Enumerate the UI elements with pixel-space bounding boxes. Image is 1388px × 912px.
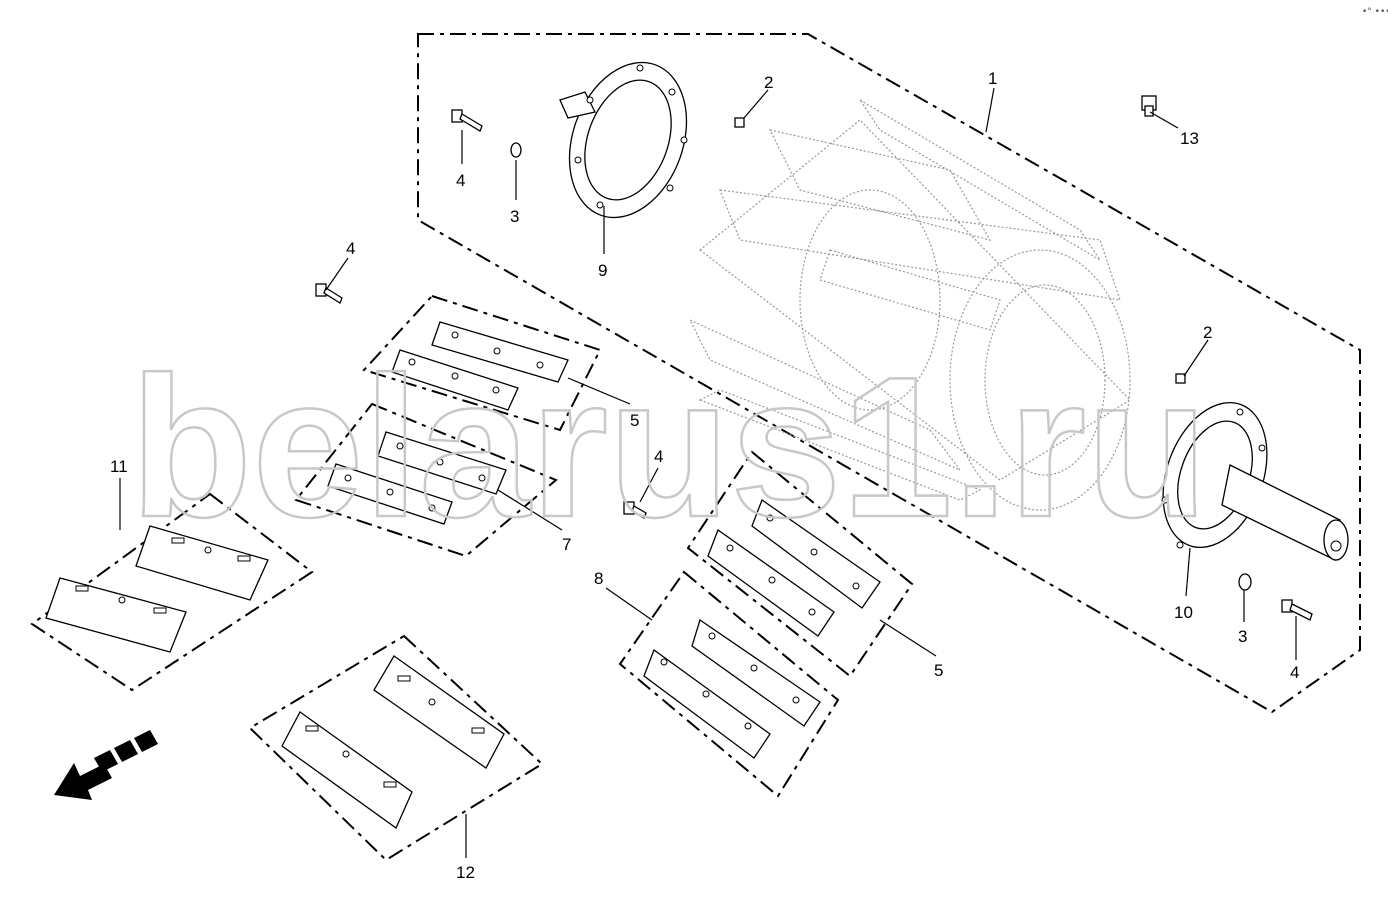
callout-4-center: 4	[654, 447, 663, 466]
callout-5-upper: 5	[630, 411, 639, 430]
callout-7: 7	[562, 535, 571, 554]
watermark: belarus1.ru	[130, 336, 1208, 559]
assembly-1-boundary	[417, 33, 1361, 714]
bolt-part-4-right	[1281, 599, 1313, 621]
callout-5-lower: 5	[934, 661, 943, 680]
callout-4-right: 4	[1290, 663, 1299, 682]
washer-part-3-top	[510, 142, 522, 158]
callout-10: 10	[1174, 603, 1193, 622]
callout-2-right: 2	[1203, 323, 1212, 342]
knives-part-12	[281, 655, 505, 829]
callout-4-top: 4	[456, 171, 465, 190]
callout-2-top: 2	[764, 73, 773, 92]
plate-group-8-boundary	[618, 570, 840, 798]
plates-part-5-lower	[707, 498, 881, 637]
leader-lines	[119, 87, 1297, 858]
callout-3-top: 3	[510, 207, 519, 226]
direction-arrow-icon	[54, 730, 158, 800]
rotor-drum-ghost	[688, 99, 1131, 511]
callout-1: 1	[988, 69, 997, 88]
bolt-part-4-center	[623, 501, 647, 519]
callout-8: 8	[594, 569, 603, 588]
corner-mark: •° •••	[1362, 7, 1388, 17]
plates-part-7	[327, 431, 507, 525]
callout-12: 12	[456, 863, 475, 882]
washer-part-3-right	[1238, 573, 1252, 591]
plates-part-5-upper	[391, 321, 569, 411]
flange-hub-part-9	[559, 61, 688, 219]
callout-11: 11	[110, 457, 128, 476]
nut-part-2-right	[1175, 373, 1186, 384]
bolt-part-4-top	[451, 109, 483, 132]
nut-part-2-top	[734, 117, 745, 128]
callout-13: 13	[1180, 129, 1199, 148]
knife-group-11-boundary	[30, 492, 314, 692]
plate-group-7-boundary	[294, 402, 558, 558]
callout-4-left: 4	[346, 239, 355, 258]
knives-part-11	[45, 525, 269, 653]
plates-part-8	[643, 618, 821, 759]
bolt-part-4-left	[315, 283, 343, 304]
flange-shaft-part-10	[1161, 401, 1349, 561]
callout-9: 9	[598, 261, 607, 280]
callout-3-right: 3	[1238, 627, 1247, 646]
plate-group-5-upper-boundary	[362, 294, 602, 432]
knife-group-12-boundary	[248, 634, 544, 862]
plate-group-5-lower-boundary	[686, 450, 914, 678]
fitting-part-13	[1141, 95, 1157, 117]
